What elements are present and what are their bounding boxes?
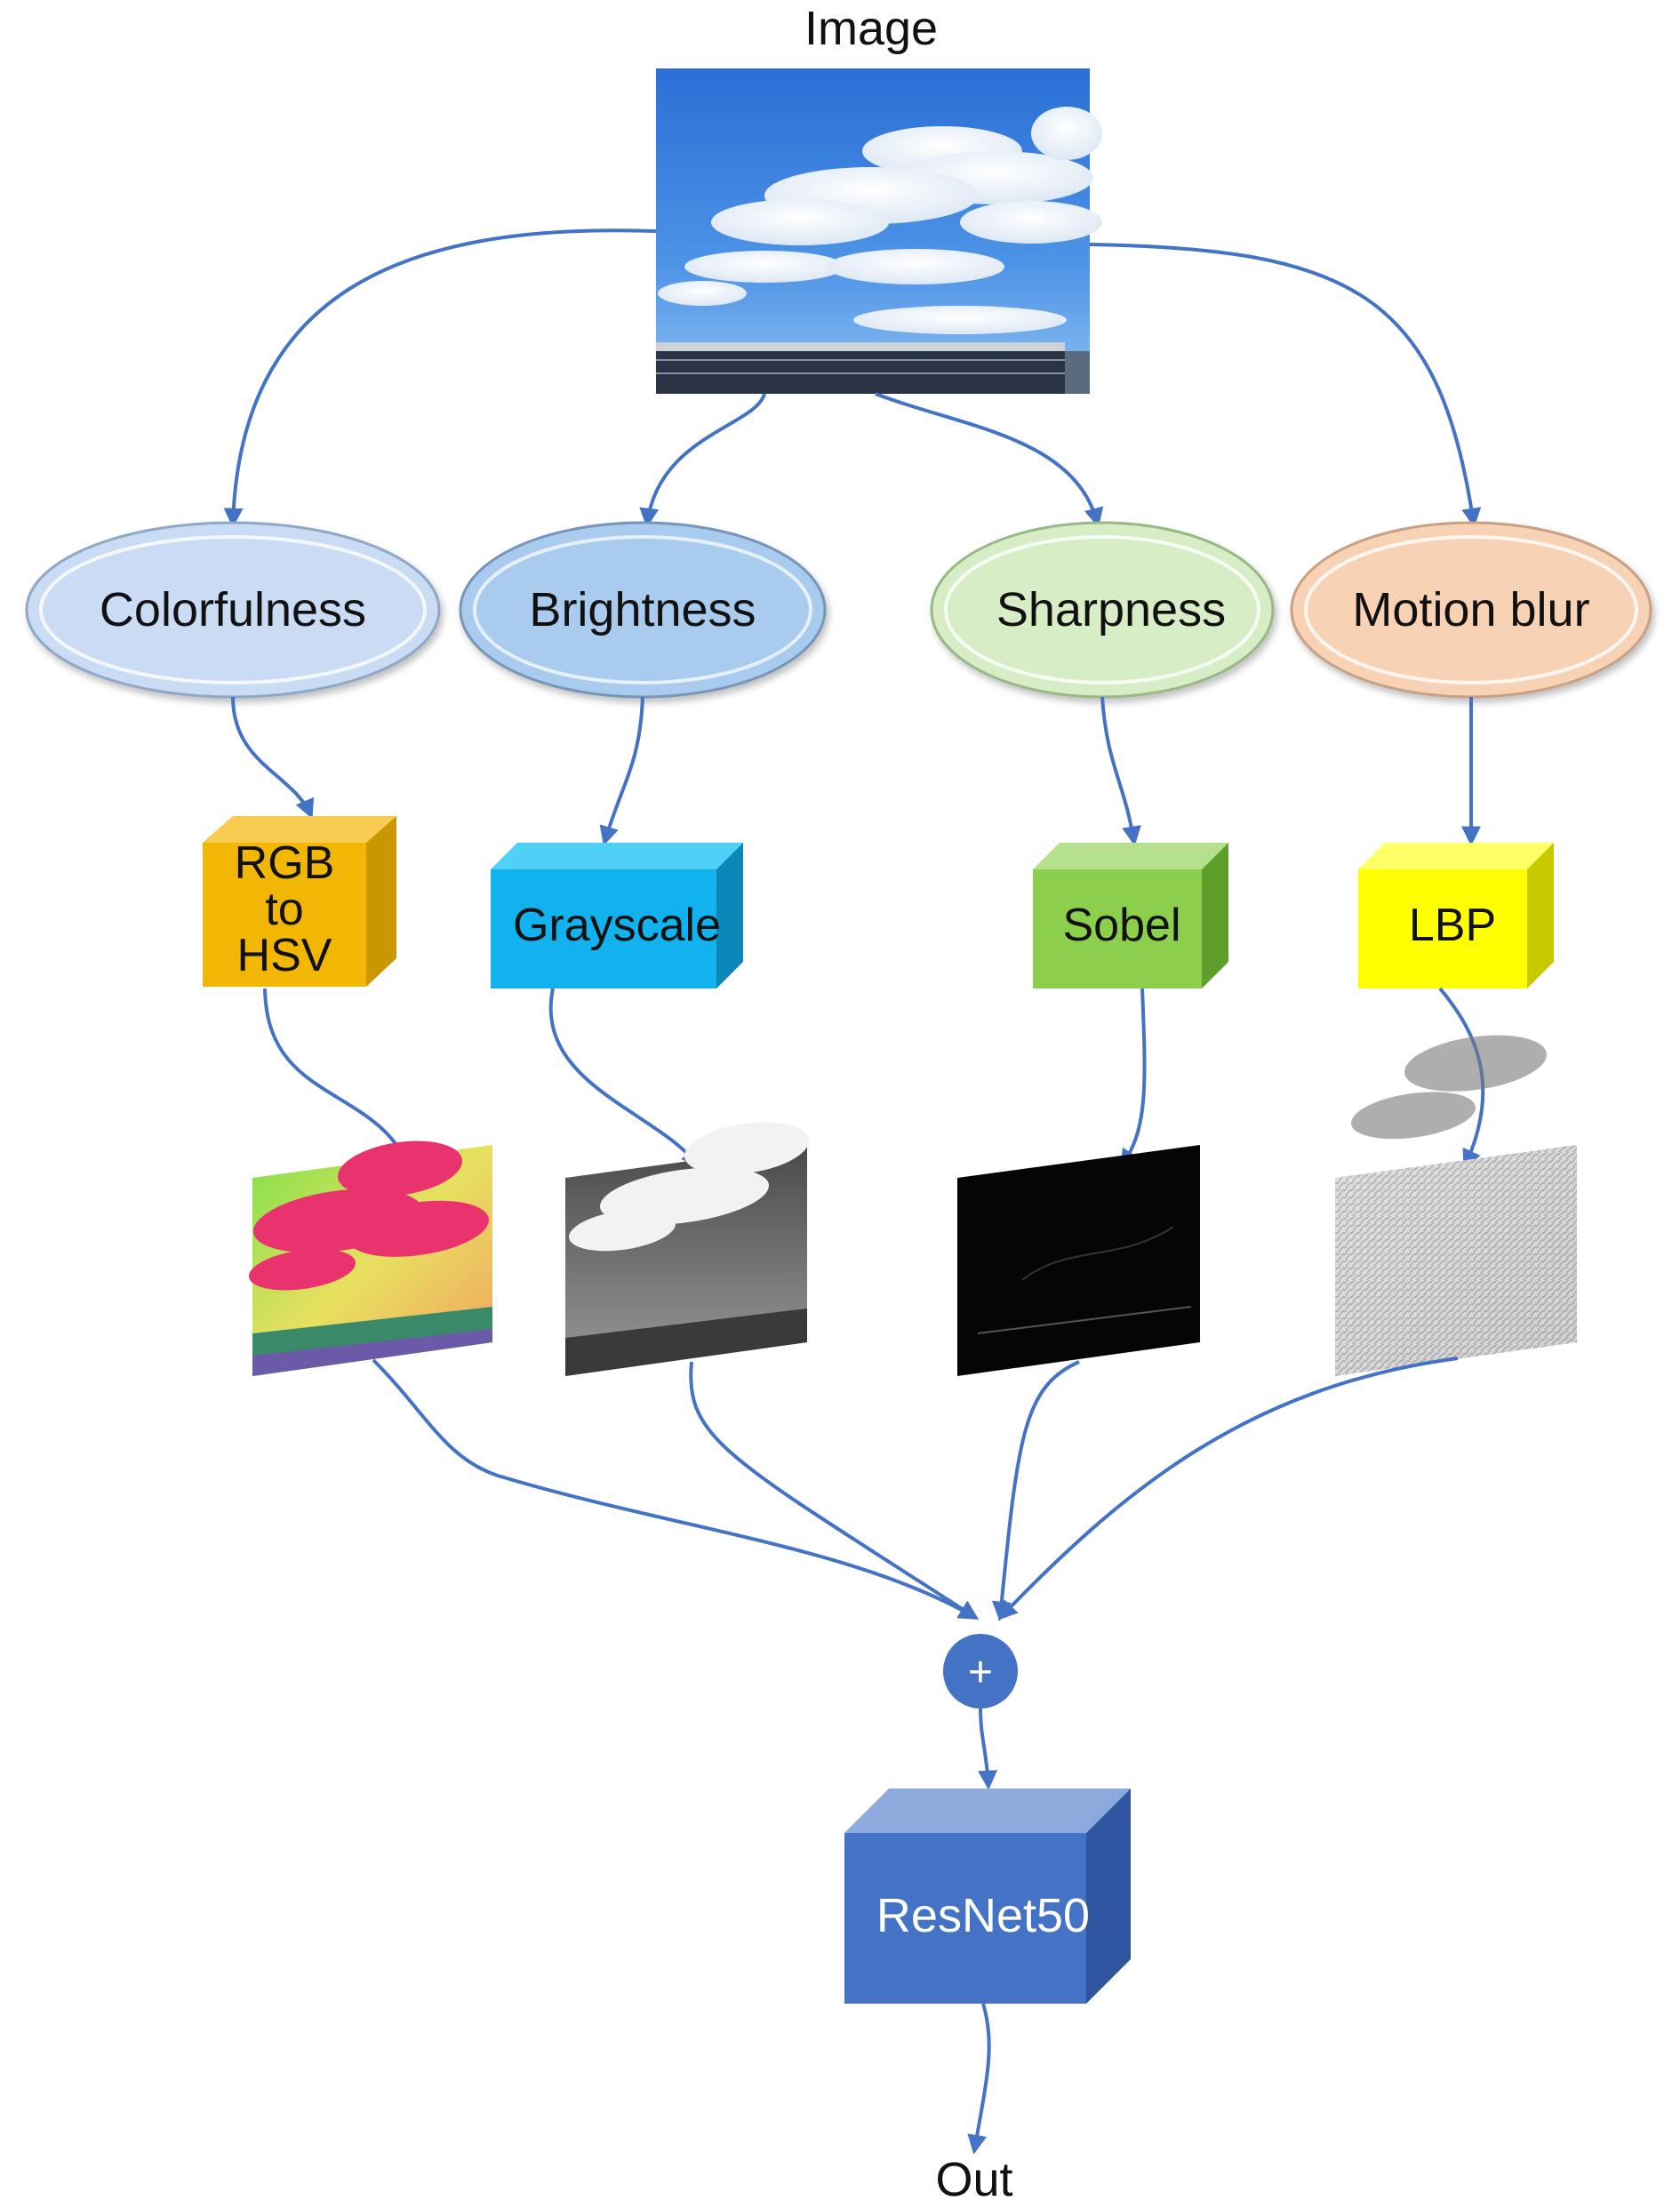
- method-lbp-label: LBP: [1409, 900, 1496, 951]
- grayscale-output-image: [565, 1122, 809, 1376]
- image-to-combine-arrows: [372, 1357, 1459, 1621]
- model-cube: [844, 1789, 1131, 2004]
- combine-symbol: +: [968, 1649, 993, 1696]
- method-rgb-to-hsv-line-1: RGB: [235, 837, 335, 889]
- method-grayscale-label: Grayscale: [513, 900, 721, 951]
- image-to-feature-arrows: [223, 228, 1482, 528]
- feature-to-method-arrows: [231, 696, 1481, 846]
- feature-motion-blur: [1290, 521, 1652, 699]
- feature-colorfulness: [25, 521, 441, 699]
- input-image: [656, 68, 1102, 394]
- input-image-label: Image: [804, 2, 938, 55]
- method-sobel-label: Sobel: [1063, 900, 1181, 951]
- method-rgb-to-hsv-cube: [203, 816, 396, 987]
- feature-motion-blur-label: Motion blur: [1352, 583, 1589, 636]
- lbp-output-image: [1335, 1035, 1577, 1376]
- feature-sharpness-label: Sharpness: [996, 583, 1226, 636]
- model-to-output-arrow: [967, 2003, 991, 2155]
- method-rgb-to-hsv-line-3: HSV: [237, 930, 332, 981]
- combine-to-model-arrow: [978, 1708, 998, 1790]
- combine-node: [943, 1634, 1018, 1709]
- output-label: Out: [935, 2153, 1012, 2201]
- method-to-image-arrows: [263, 987, 1485, 1170]
- feature-brightness-label: Brightness: [529, 583, 756, 636]
- method-sobel-cube: [1033, 843, 1228, 988]
- sobel-output-image: [957, 1145, 1200, 1376]
- hsv-output-image: [249, 1141, 492, 1376]
- feature-colorfulness-label: Colorfulness: [100, 583, 366, 636]
- method-lbp-cube: [1358, 843, 1554, 988]
- method-rgb-to-hsv-line-2: to: [265, 884, 303, 935]
- model-label: ResNet50: [876, 1889, 1090, 1942]
- method-grayscale-cube: [491, 843, 743, 988]
